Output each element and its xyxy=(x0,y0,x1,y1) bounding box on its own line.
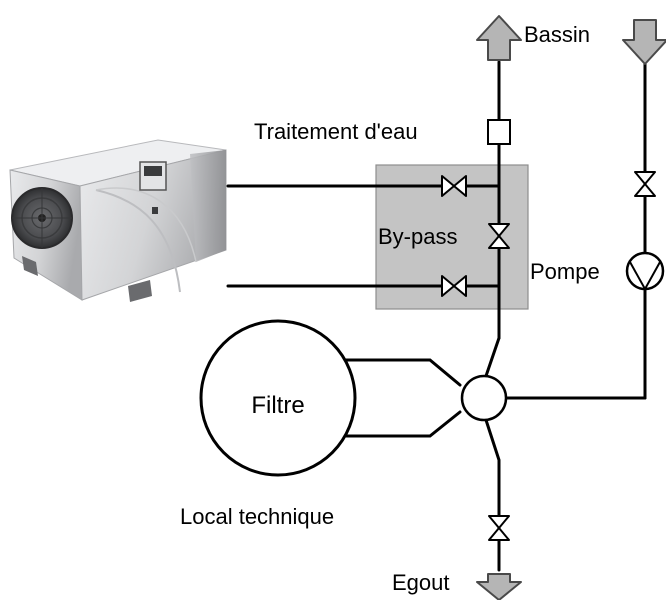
treatment-box-icon xyxy=(487,119,511,145)
valve-icon xyxy=(441,175,467,197)
valve-icon xyxy=(488,223,510,249)
label-bassin: Bassin xyxy=(524,22,590,47)
label-local-technique: Local technique xyxy=(180,504,334,529)
label-bypass: By-pass xyxy=(378,224,457,249)
valve-icon xyxy=(441,275,467,297)
label-traitement-eau: Traitement d'eau xyxy=(254,119,418,144)
multiport-valve-icon xyxy=(460,374,508,422)
arrow-down-icon xyxy=(476,573,522,600)
arrow-down-icon xyxy=(622,19,666,65)
label-egout: Egout xyxy=(392,570,450,595)
heat-pump-unit-icon xyxy=(9,139,227,302)
arrow-up-icon xyxy=(476,15,522,61)
label-filtre: Filtre xyxy=(251,392,304,419)
valve-icon xyxy=(634,171,656,197)
pump-icon xyxy=(625,251,665,292)
label-pompe: Pompe xyxy=(530,259,600,284)
valve-icon xyxy=(488,515,510,541)
filter-icon xyxy=(199,319,357,477)
